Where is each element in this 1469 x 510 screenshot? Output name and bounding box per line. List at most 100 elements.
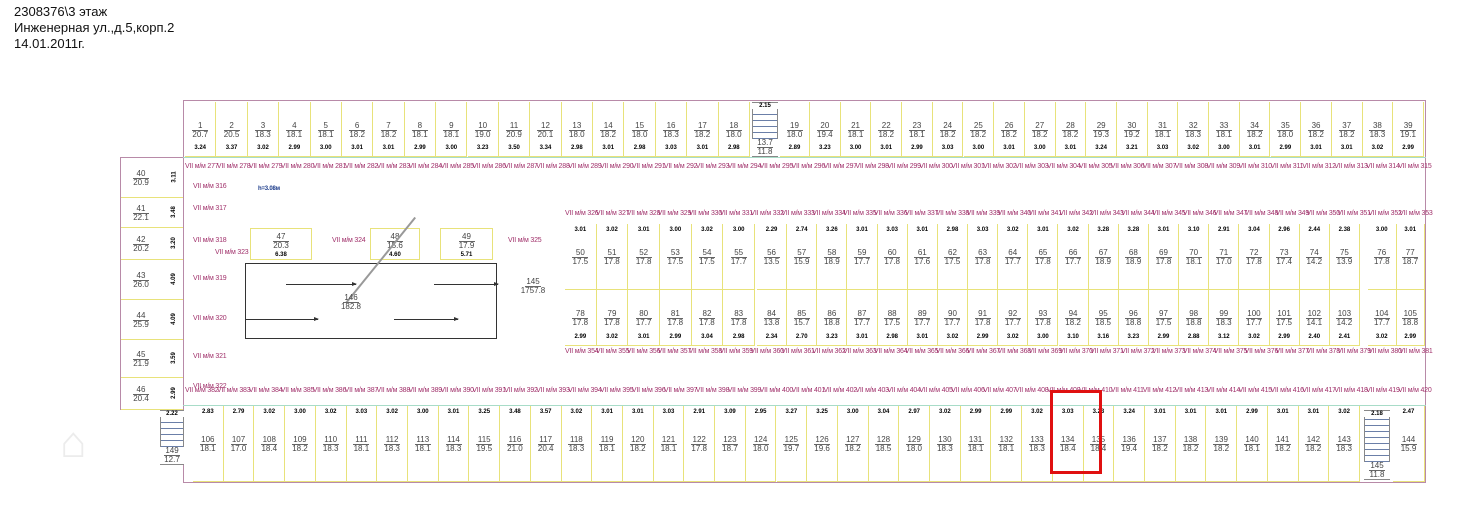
parking-space-407[interactable]: VII м/м 407 xyxy=(983,387,1017,394)
parking-space-316[interactable]: VII м/м 316 xyxy=(193,183,227,190)
parking-space-418[interactable]: VII м/м 418 xyxy=(1334,387,1368,394)
highlighted-room-134-marker[interactable] xyxy=(1050,390,1102,474)
parking-space-392[interactable]: VII м/м 392 xyxy=(504,387,538,394)
parking-space-328[interactable]: VII м/м 328 xyxy=(626,210,661,217)
parking-space-348[interactable]: VII м/м 348 xyxy=(1244,210,1279,217)
parking-space-282[interactable]: VII м/м 282 xyxy=(344,163,379,170)
parking-space-353[interactable]: VII м/м 353 xyxy=(1399,210,1433,217)
parking-space-329[interactable]: VII м/м 329 xyxy=(657,210,692,217)
parking-space-395[interactable]: VII м/м 395 xyxy=(600,387,634,394)
parking-space-320[interactable]: VII м/м 320 xyxy=(193,315,227,322)
parking-space-365[interactable]: VII м/м 365 xyxy=(904,348,939,355)
parking-space-384[interactable]: VII м/м 384 xyxy=(248,387,283,394)
parking-space-399[interactable]: VII м/м 399 xyxy=(727,387,762,394)
parking-space-286[interactable]: VII м/м 286 xyxy=(472,163,506,170)
parking-space-341[interactable]: VII м/м 341 xyxy=(1028,210,1062,217)
parking-space-339[interactable]: VII м/м 339 xyxy=(966,210,1001,217)
parking-space-292[interactable]: VII м/м 292 xyxy=(663,163,698,170)
parking-space-413[interactable]: VII м/м 413 xyxy=(1174,387,1209,394)
parking-space-346[interactable]: VII м/м 346 xyxy=(1182,210,1217,217)
parking-space-362[interactable]: VII м/м 362 xyxy=(812,348,846,355)
parking-space-310[interactable]: VII м/м 310 xyxy=(1238,163,1272,170)
parking-space-322[interactable]: VII м/м 322 xyxy=(193,383,227,390)
parking-space-319[interactable]: VII м/м 319 xyxy=(193,275,227,282)
parking-space-393[interactable]: VII м/м 393 xyxy=(536,387,570,394)
parking-space-326[interactable]: VII м/м 326 xyxy=(565,210,599,217)
parking-space-301[interactable]: VII м/м 301 xyxy=(951,163,985,170)
parking-space-298[interactable]: VII м/м 298 xyxy=(855,163,889,170)
parking-space-340[interactable]: VII м/м 340 xyxy=(997,210,1032,217)
parking-space-394[interactable]: VII м/м 394 xyxy=(568,387,602,394)
parking-space-370[interactable]: VII м/м 370 xyxy=(1059,348,1093,355)
parking-space-360[interactable]: VII м/м 360 xyxy=(750,348,784,355)
parking-space-312[interactable]: VII м/м 312 xyxy=(1302,163,1336,170)
parking-space-308[interactable]: VII м/м 308 xyxy=(1174,163,1209,170)
parking-space-277[interactable]: VII м/м 277 xyxy=(185,163,219,170)
parking-space-381[interactable]: VII м/м 381 xyxy=(1399,348,1433,355)
parking-space-344[interactable]: VII м/м 344 xyxy=(1121,210,1155,217)
parking-space-380[interactable]: VII м/м 380 xyxy=(1368,348,1402,355)
parking-space-398[interactable]: VII м/м 398 xyxy=(695,387,730,394)
parking-space-402[interactable]: VII м/м 402 xyxy=(823,387,857,394)
parking-space-388[interactable]: VII м/м 388 xyxy=(376,387,411,394)
parking-space-305[interactable]: VII м/м 305 xyxy=(1078,163,1113,170)
parking-space-347[interactable]: VII м/м 347 xyxy=(1213,210,1248,217)
parking-space-278[interactable]: VII м/м 278 xyxy=(216,163,251,170)
parking-space-383[interactable]: VII м/м 383 xyxy=(216,387,251,394)
parking-space-377[interactable]: VII м/м 377 xyxy=(1275,348,1310,355)
parking-space-333[interactable]: VII м/м 333 xyxy=(781,210,815,217)
parking-space-343[interactable]: VII м/м 343 xyxy=(1090,210,1124,217)
parking-space-327[interactable]: VII м/м 327 xyxy=(595,210,630,217)
parking-space-385[interactable]: VII м/м 385 xyxy=(280,387,315,394)
parking-space-361[interactable]: VII м/м 361 xyxy=(781,348,815,355)
